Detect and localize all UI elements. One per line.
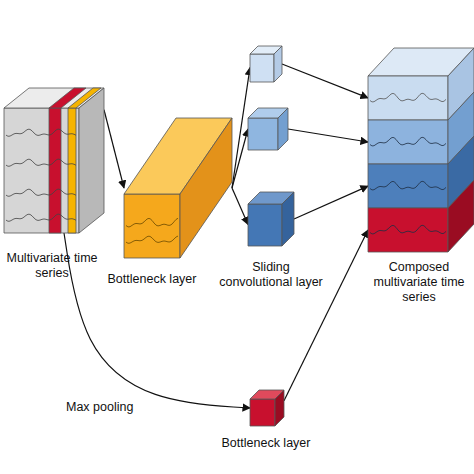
connector-group	[64, 64, 368, 408]
time-series-trace	[6, 129, 76, 136]
block-outline	[250, 390, 284, 426]
box-side-face	[79, 88, 104, 233]
arrow-connector	[232, 68, 250, 188]
box-front-face	[250, 399, 275, 426]
layer-front-face	[368, 208, 448, 252]
layer-block: Composed multivariate time series	[368, 46, 474, 252]
arrow-connector	[232, 188, 248, 224]
block-outline	[248, 108, 288, 150]
time-series-trace	[126, 236, 178, 243]
time-series-trace	[126, 218, 178, 227]
box-side-face	[278, 108, 288, 150]
time-series-trace	[370, 181, 446, 190]
layer-block	[250, 46, 282, 82]
arrow-connector	[288, 129, 368, 142]
block-outline	[368, 46, 474, 252]
box-front-face	[4, 108, 79, 233]
time-series-trace	[370, 137, 446, 146]
block-outline	[4, 88, 104, 233]
arrow-connector	[282, 64, 368, 98]
layer-front-face	[368, 164, 448, 208]
box-front-face	[250, 54, 274, 82]
arrow-connector	[284, 230, 368, 401]
block-outline	[124, 118, 232, 258]
box-side-face	[282, 192, 294, 246]
box-front-face	[124, 194, 180, 258]
arrow-connector	[104, 110, 124, 188]
layer-front-face	[368, 76, 448, 120]
layer-block	[248, 108, 288, 150]
layer-label: Sliding convolutional layer	[216, 260, 326, 290]
arrow-connector	[294, 186, 368, 219]
layer-side-face	[448, 180, 474, 252]
block-outline	[250, 46, 282, 82]
box-side-face	[275, 390, 284, 426]
layer-block: Sliding convolutional layer	[248, 192, 294, 246]
series-stripe	[68, 108, 76, 233]
layer-block: Multivariate time series	[4, 88, 104, 233]
box-front-face	[248, 204, 282, 246]
box-side-face	[274, 46, 282, 82]
series-stripe	[68, 88, 101, 108]
arrow-connector	[232, 129, 248, 188]
time-series-trace	[370, 93, 446, 102]
layer-front-face	[368, 120, 448, 164]
layer-label: Multivariate time series	[2, 251, 102, 281]
layer-label: Bottleneck layer	[102, 272, 202, 287]
box-side-face	[180, 118, 232, 258]
time-series-trace	[370, 225, 446, 234]
box-front-face	[248, 118, 278, 150]
layer-block: Bottleneck layer	[124, 118, 232, 258]
layer-label: Composed multivariate time series	[364, 260, 474, 305]
edge-label: Max pooling	[66, 400, 133, 415]
time-series-trace	[6, 159, 76, 166]
layer-block: Bottleneck layer	[250, 390, 284, 426]
time-series-trace	[6, 214, 76, 221]
layer-label: Bottleneck layer	[216, 436, 316, 451]
time-series-trace	[6, 189, 76, 196]
block-outline	[248, 192, 294, 246]
